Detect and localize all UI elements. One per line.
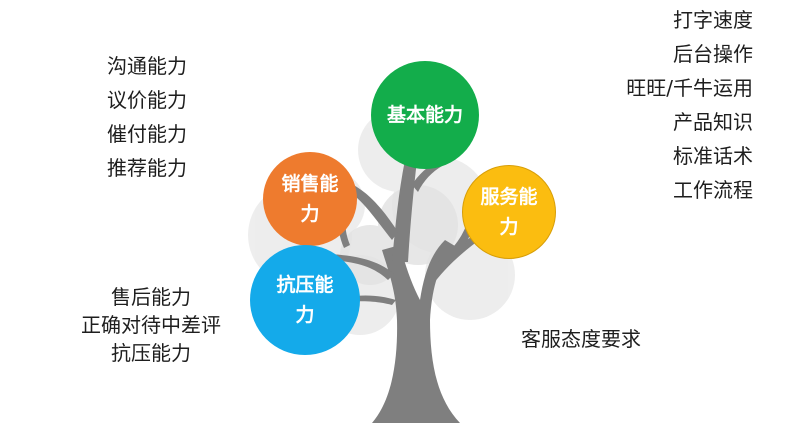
basic-skill-item: 工作流程 — [673, 178, 753, 202]
node-sales-label-line1: 销售能 — [281, 173, 339, 195]
basic-skill-item: 产品知识 — [673, 110, 753, 134]
sales-skill-item: 催付能力 — [107, 122, 187, 146]
sales-skill-item: 议价能力 — [107, 88, 187, 112]
pressure-skills-list: 售后能力 正确对待中差评 抗压能力 — [60, 283, 242, 367]
pressure-skill-item: 正确对待中差评 — [81, 313, 221, 337]
sales-skills-list: 沟通能力 议价能力 催付能力 推荐能力 — [107, 49, 187, 185]
node-pressure-ability: 抗压能 力 — [250, 245, 360, 355]
service-skill-item: 客服态度要求 — [521, 327, 641, 351]
node-service-label-line1: 服务能 — [480, 186, 538, 208]
basic-skill-item: 标准话术 — [673, 144, 753, 168]
node-basic-label: 基本能力 — [386, 104, 463, 126]
basic-skill-item: 后台操作 — [673, 42, 753, 66]
pressure-skill-item: 抗压能力 — [111, 341, 191, 365]
sales-skill-item: 推荐能力 — [107, 156, 187, 180]
sales-skill-item: 沟通能力 — [107, 54, 187, 78]
node-service-ability: 服务能 力 — [462, 165, 556, 259]
node-sales-label-line2: 力 — [300, 203, 320, 225]
node-basic-ability: 基本能力 — [371, 61, 479, 169]
basic-skill-item: 打字速度 — [673, 8, 753, 32]
basic-skill-item: 旺旺/千牛运用 — [626, 76, 753, 100]
node-sales-ability: 销售能 力 — [263, 152, 357, 246]
node-service-label-line2: 力 — [499, 216, 519, 238]
service-skills-list: 客服态度要求 — [521, 322, 641, 356]
basic-skills-list: 打字速度 后台操作 旺旺/千牛运用 产品知识 标准话术 工作流程 — [626, 3, 753, 207]
node-pressure-label-line2: 力 — [295, 304, 315, 326]
node-pressure-label-line1: 抗压能 — [276, 274, 334, 296]
pressure-skill-item: 售后能力 — [111, 285, 191, 309]
